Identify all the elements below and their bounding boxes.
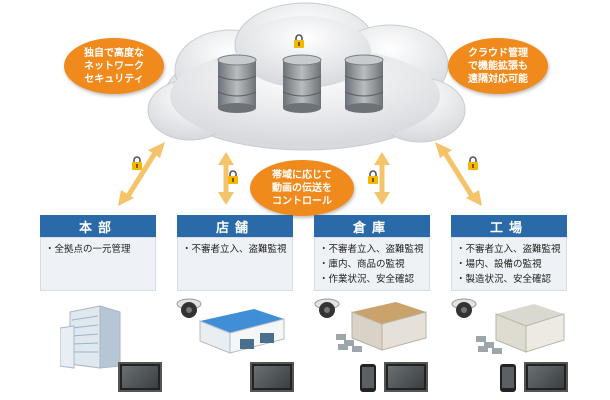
camera-icon	[314, 298, 340, 318]
site-description: 不審者立入、盗難監視	[177, 237, 293, 291]
list-item: 場内、設備の監視	[456, 257, 566, 272]
site-title: 倉庫	[314, 215, 430, 237]
monitor-icon	[384, 362, 428, 392]
monitor-icon	[118, 362, 162, 392]
site-title: 工場	[451, 215, 567, 237]
monitor-icon	[524, 362, 568, 392]
warehouse-building-icon	[336, 302, 427, 352]
store-building-icon	[199, 309, 285, 354]
site-title: 店舗	[177, 215, 293, 237]
list-item: 製造状況、安全確認	[456, 272, 566, 287]
list-item: 全拠点の一元管理	[45, 242, 155, 257]
site-description: 不審者立入、盗難監視 場内、設備の監視 製造状況、安全確認	[451, 237, 567, 291]
list-item: 不審者立入、盗難監視	[456, 242, 566, 257]
list-item: 作業状況、安全確認	[319, 272, 429, 287]
database-icon	[282, 54, 322, 113]
database-icon	[344, 54, 384, 113]
cloud	[147, 2, 466, 151]
smartphone-icon	[360, 364, 376, 392]
callout-bandwidth: 帯域に応じて 動画の伝送を コントロール	[250, 160, 354, 216]
site-description: 不審者立入、盗難監視 庫内、商品の監視 作業状況、安全確認	[314, 237, 430, 291]
list-item: 庫内、商品の監視	[319, 257, 429, 272]
site-title: 本部	[40, 215, 156, 237]
site-description: 全拠点の一元管理	[40, 237, 156, 291]
building-icon	[60, 305, 121, 369]
connection-arrows	[118, 142, 482, 206]
padlock-icon	[294, 34, 304, 48]
padlock-icon	[468, 156, 478, 170]
factory-building-icon	[476, 304, 565, 354]
smartphone-icon	[500, 364, 516, 392]
database-icon	[217, 54, 257, 113]
padlock-icon	[368, 170, 378, 184]
monitor-icon	[250, 362, 294, 392]
list-item: 不審者立入、盗難監視	[319, 242, 429, 257]
callout-cloud-management: クラウド管理 で機能拡張も 遠隔対応可能	[448, 38, 548, 94]
camera-icon	[451, 298, 477, 318]
camera-icon	[176, 298, 202, 318]
callout-security: 独自で高度な ネットワーク セキュリティ	[64, 38, 164, 94]
padlock-icon	[132, 156, 142, 170]
padlock-icon	[228, 170, 238, 184]
list-item: 不審者立入、盗難監視	[182, 242, 292, 257]
